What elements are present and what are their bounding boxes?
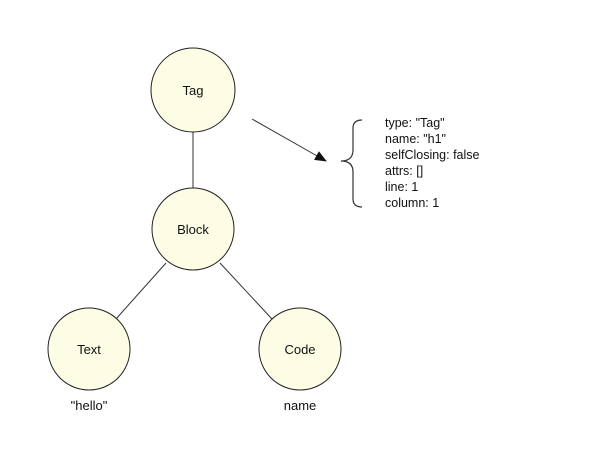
property-line: line: 1 — [385, 180, 418, 194]
node-block[interactable]: Block — [151, 187, 235, 271]
node-tag[interactable]: Tag — [150, 47, 236, 133]
property-line: column: 1 — [385, 196, 439, 210]
property-line: name: "h1" — [385, 132, 446, 146]
node-text[interactable]: Text — [47, 307, 131, 391]
node-text-circle — [47, 307, 131, 391]
node-text-label: Text — [77, 342, 101, 357]
node-tag-circle — [150, 47, 236, 133]
properties-panel: type: "Tag" name: "h1" selfClosing: fals… — [385, 116, 480, 210]
node-tag-label: Tag — [183, 83, 204, 98]
node-code-circle — [258, 307, 342, 391]
properties-arrow — [251, 118, 327, 162]
property-line: selfClosing: false — [385, 148, 480, 162]
node-code[interactable]: Code — [258, 307, 342, 391]
curly-brace-icon — [340, 119, 363, 208]
node-code-caption: name — [284, 398, 317, 413]
property-line: attrs: [] — [385, 164, 423, 178]
node-block-label: Block — [177, 222, 209, 237]
edge-block-code — [219, 262, 273, 320]
node-text-caption: "hello" — [71, 398, 108, 413]
property-line: type: "Tag" — [385, 116, 445, 130]
node-block-circle — [151, 187, 235, 271]
edge-block-text — [115, 262, 167, 320]
node-code-label: Code — [284, 342, 315, 357]
edges — [115, 132, 273, 320]
